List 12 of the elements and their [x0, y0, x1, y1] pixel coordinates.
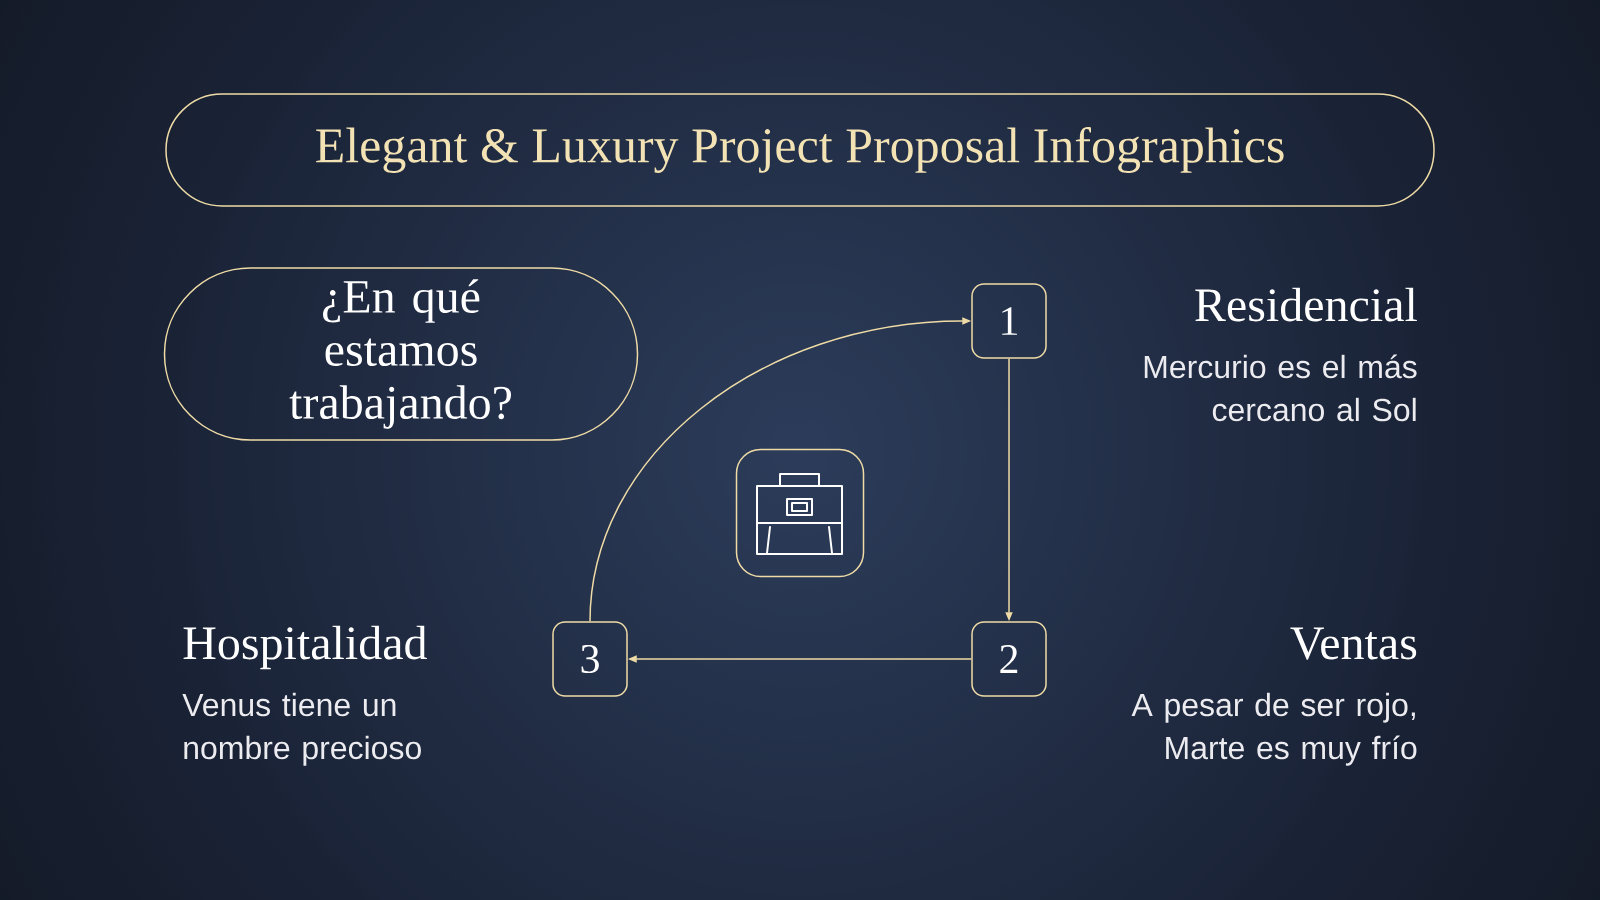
heading: Residencial: [1195, 287, 1417, 322]
description: Venus tiene un nombre precioso: [182, 692, 421, 766]
icon-box: [735, 448, 865, 578]
heading: Hospitalidad: [183, 625, 427, 670]
number-box: 2: [971, 621, 1047, 697]
description: Mercurio es el más cercano al Sol: [1144, 354, 1417, 422]
pill-box: ¿En qué estamos trabajando?: [163, 267, 639, 441]
title: Elegant & Luxury Project Proposal Infographics: [165, 93, 1435, 207]
heading: Ventas: [1290, 627, 1417, 660]
number-box: 1: [971, 283, 1047, 359]
number-box: 3: [552, 621, 628, 697]
description: A pesar de ser rojo, Marte es muy frío: [1131, 692, 1417, 766]
